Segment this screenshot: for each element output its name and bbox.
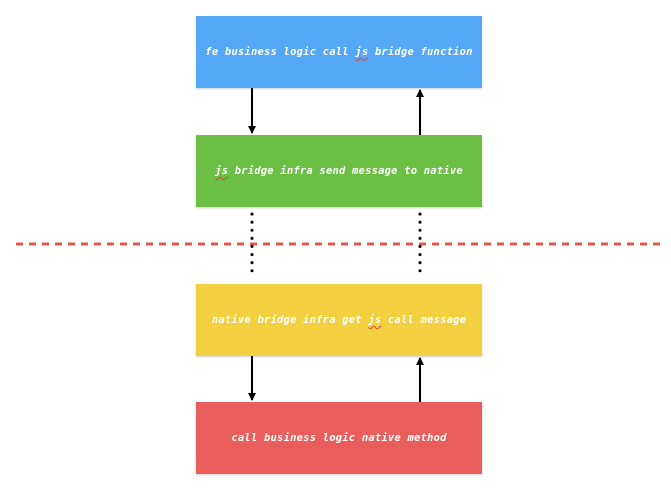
- native-method-label: call business logic native method: [231, 432, 447, 444]
- fe-business-logic-label: fe business logic call js bridge functio…: [205, 46, 473, 58]
- js-bridge-infra-label: js bridge infra send message to native: [215, 165, 463, 177]
- native-bridge-infra-box: native bridge infra get js call message: [196, 284, 482, 356]
- fe-business-logic-box: fe business logic call js bridge functio…: [196, 16, 482, 88]
- js-bridge-infra-box: js bridge infra send message to native: [196, 135, 482, 207]
- native-method-box: call business logic native method: [196, 402, 482, 474]
- native-bridge-infra-label: native bridge infra get js call message: [211, 314, 467, 326]
